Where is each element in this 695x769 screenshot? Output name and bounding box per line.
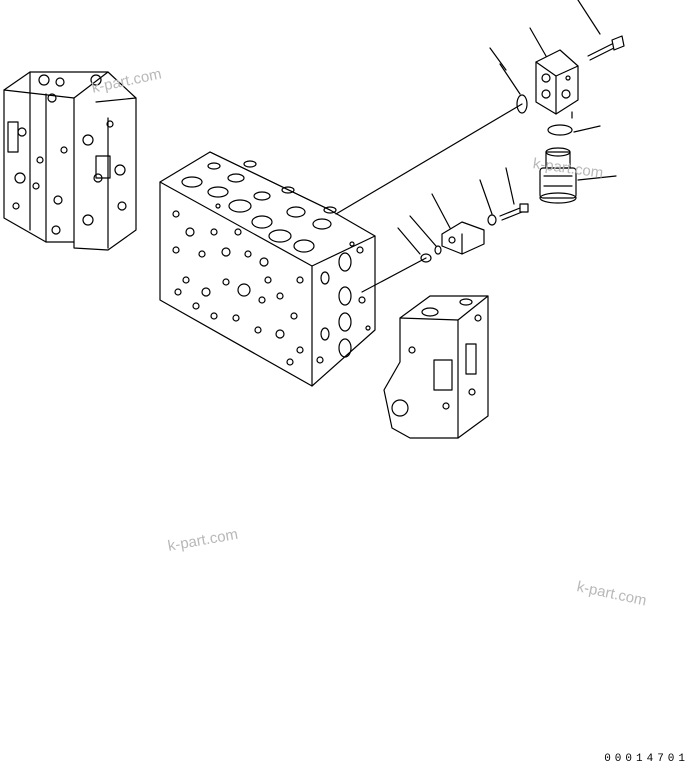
small-bolt: [499, 203, 529, 221]
plug: [420, 253, 432, 263]
drawing-number: 00014701: [604, 753, 689, 765]
leader-line: [361, 257, 427, 293]
leader-line: [335, 103, 523, 215]
small-o-ring: [434, 245, 442, 255]
end-cover: [383, 295, 489, 439]
pilot-valve-block: [535, 49, 579, 115]
main-valve-block: [159, 151, 376, 387]
washer: [487, 214, 497, 226]
adapter-block: [441, 221, 485, 255]
callout-lines: [397, 0, 617, 255]
o-ring: [547, 124, 573, 136]
o-ring: [516, 94, 528, 114]
relief-valve: [539, 147, 577, 204]
rear-valve-block: [3, 71, 137, 251]
mounting-bolt: [587, 35, 625, 61]
